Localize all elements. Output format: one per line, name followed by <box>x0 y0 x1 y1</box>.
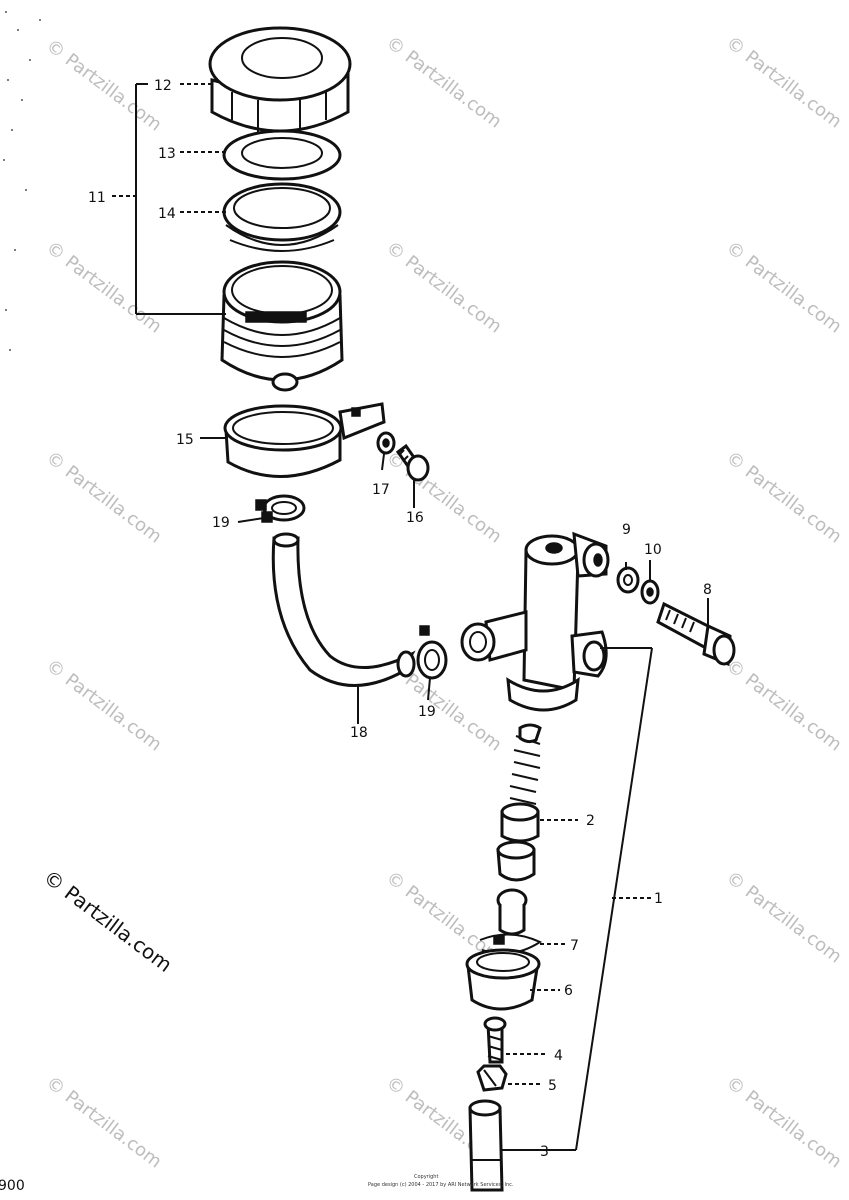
watermark-tile: © Partzilla.com <box>382 447 506 547</box>
push-rod-4 <box>483 1016 507 1064</box>
washer-9 <box>616 566 640 594</box>
diaphragm-14 <box>222 182 342 252</box>
washer-10 <box>640 579 660 605</box>
watermark-tile: © Partzilla.com <box>382 237 506 337</box>
watermark-tiles: © Partzilla.com © Partzilla.com © Partzi… <box>42 32 846 1172</box>
callout-3: 3 <box>540 1144 549 1160</box>
callout-labels: 12 13 11 14 15 17 16 19 9 10 8 19 18 2 1… <box>88 78 712 1160</box>
bracket-15 <box>223 402 386 478</box>
hose-18 <box>271 532 416 687</box>
callout-18: 18 <box>350 725 368 741</box>
watermark-tile: © Partzilla.com <box>42 237 166 337</box>
watermark-main: © Partzilla.com <box>39 865 177 977</box>
watermark-tile: © Partzilla.com <box>722 655 846 755</box>
callout-10: 10 <box>644 542 662 558</box>
callout-6: 6 <box>564 983 573 999</box>
watermark-tile: © Partzilla.com <box>722 32 846 132</box>
callout-13: 13 <box>158 146 176 162</box>
corner-code: 900 <box>0 1178 25 1194</box>
callout-12: 12 <box>154 78 172 94</box>
callout-11: 11 <box>88 190 106 206</box>
push-rod-cap <box>496 888 528 936</box>
callout-7: 7 <box>570 938 579 954</box>
watermark-tile: © Partzilla.com <box>42 655 166 755</box>
boot-6 <box>465 948 541 1011</box>
watermark-tile: © Partzilla.com <box>722 237 846 337</box>
hose-clamp-19-upper <box>255 494 306 523</box>
callout-14: 14 <box>158 206 176 222</box>
nut-5 <box>476 1064 508 1092</box>
washer-17 <box>376 431 396 455</box>
scan-speckle <box>3 11 41 351</box>
spring <box>509 723 542 805</box>
callout-9: 9 <box>622 522 631 538</box>
callout-16: 16 <box>406 510 424 526</box>
gasket-13 <box>222 129 342 181</box>
watermark-tile: © Partzilla.com <box>42 1072 166 1172</box>
callout-8: 8 <box>703 582 712 598</box>
callout-2: 2 <box>586 813 595 829</box>
watermark-tile: © Partzilla.com <box>42 447 166 547</box>
callout-19-upper: 19 <box>212 515 230 531</box>
master-cylinder-body <box>460 531 610 712</box>
clevis-3 <box>468 1099 504 1192</box>
watermark-tile: © Partzilla.com <box>42 35 166 135</box>
footer-title: Copyright <box>414 1174 438 1180</box>
watermark-tile: © Partzilla.com <box>382 32 506 132</box>
callout-19-lower: 19 <box>418 704 436 720</box>
piston-2 <box>496 802 540 882</box>
footer-copyright: Page design (c) 2004 - 2017 by ARI Netwo… <box>368 1182 514 1188</box>
watermark-tile: © Partzilla.com <box>722 867 846 967</box>
bolt-16 <box>395 443 430 482</box>
callout-4: 4 <box>554 1048 563 1064</box>
callout-1: 1 <box>654 891 663 907</box>
leader-lines <box>112 83 709 1151</box>
reservoir-body <box>220 260 344 392</box>
callout-5: 5 <box>548 1078 557 1094</box>
hose-clamp-19-lower <box>416 625 448 680</box>
watermark-tile: © Partzilla.com <box>722 1072 846 1172</box>
bolt-8 <box>656 601 736 667</box>
callout-15: 15 <box>176 432 194 448</box>
reservoir-cap-12 <box>208 26 352 133</box>
callout-17: 17 <box>372 482 390 498</box>
watermark-tile: © Partzilla.com <box>722 447 846 547</box>
